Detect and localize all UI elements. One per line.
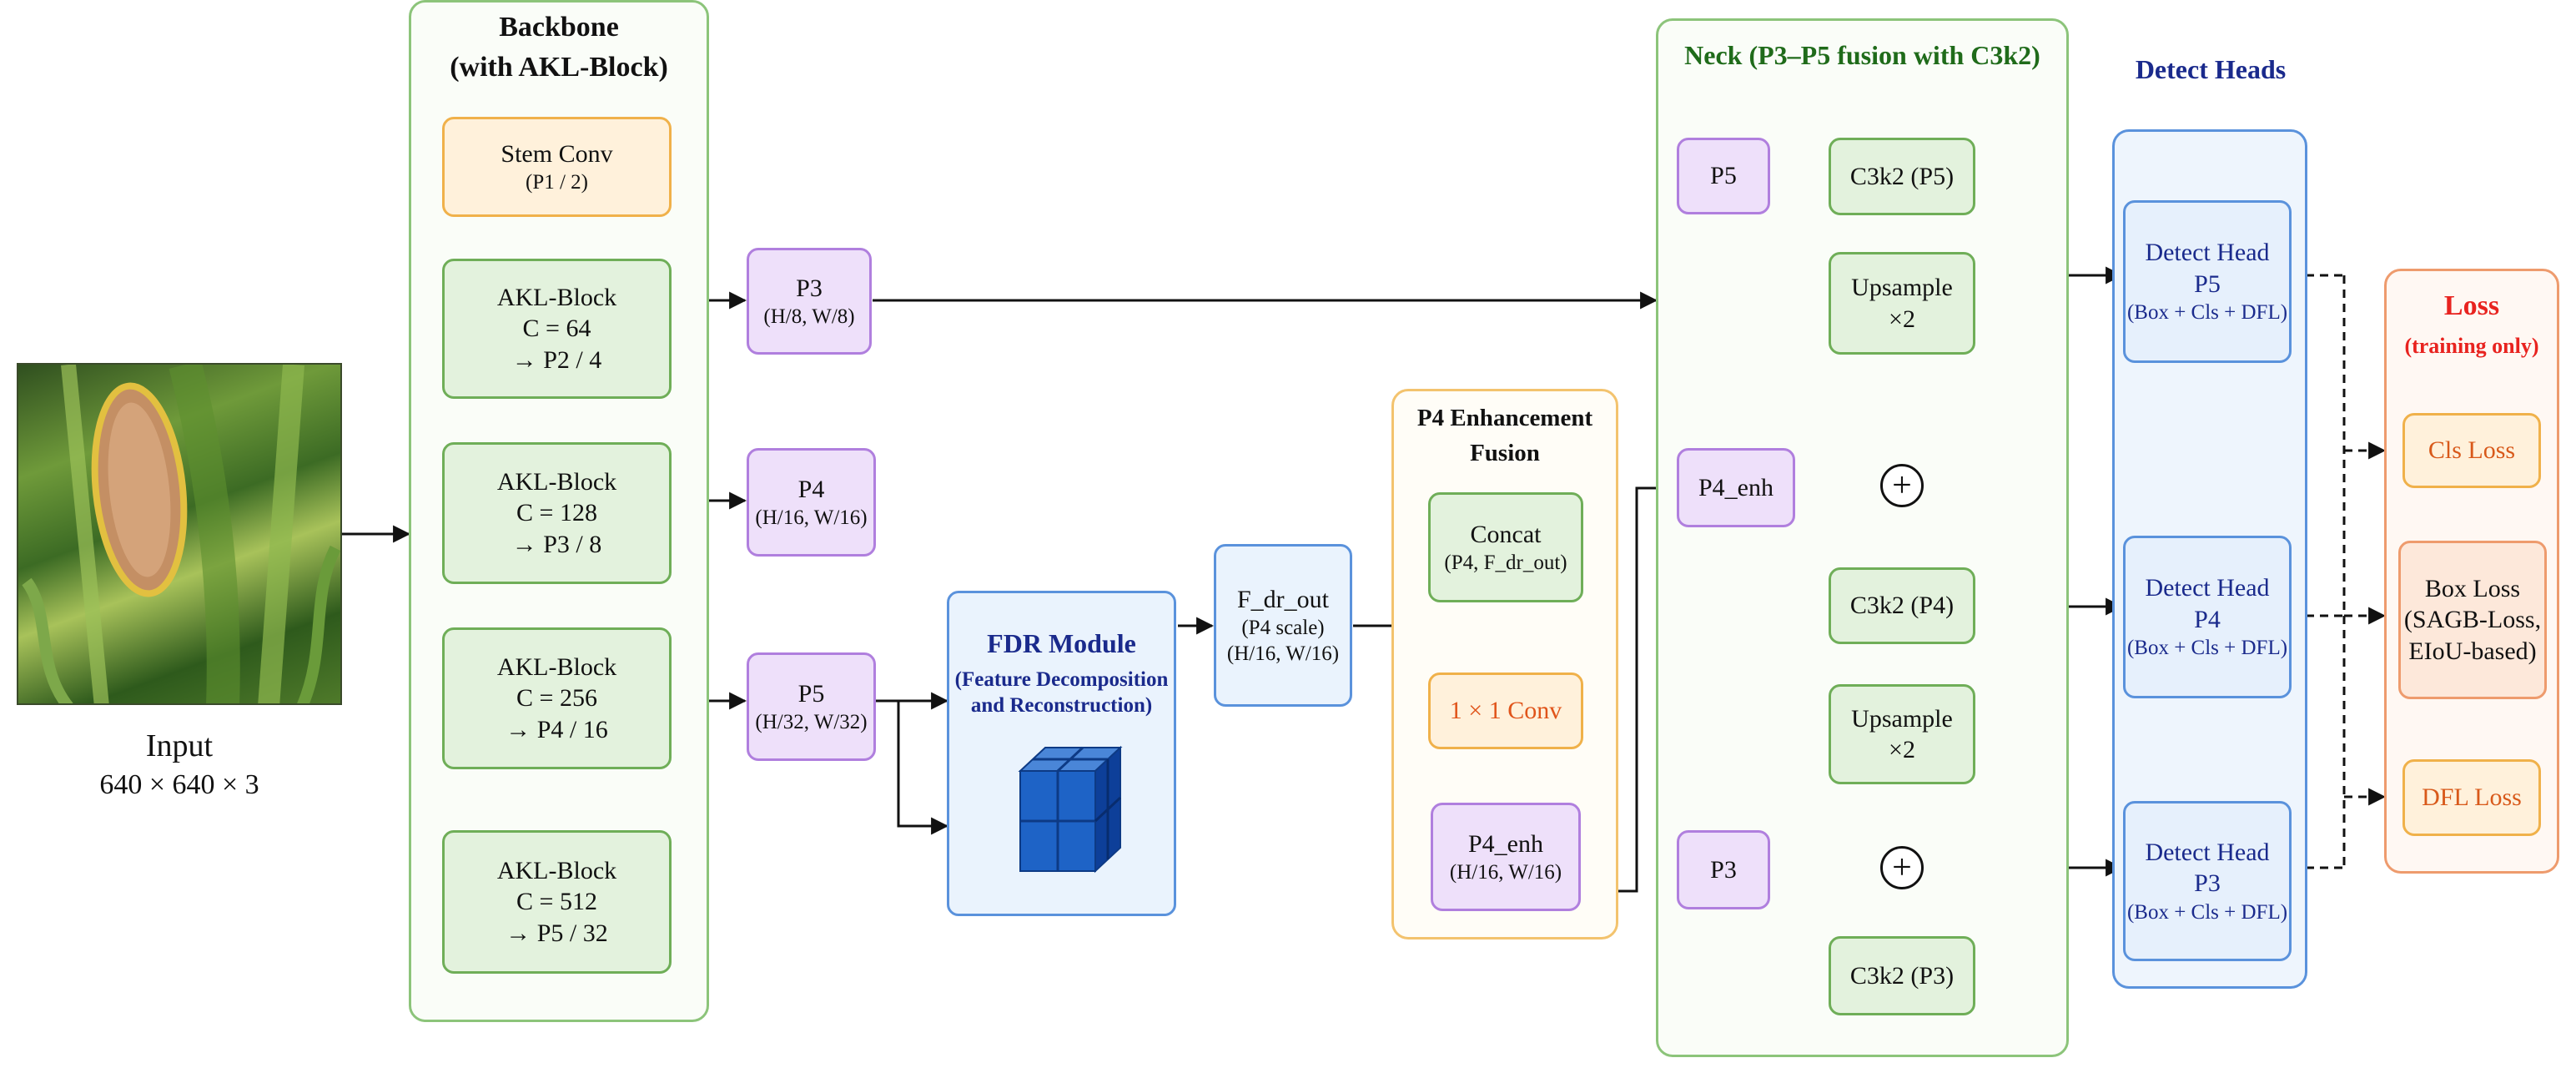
neck-title: Neck (P3–P5 fusion with C3k2) [1684, 40, 2040, 70]
feature-dims: (H/8, W/8) [763, 305, 855, 329]
upsample-1-label: Upsample [1851, 274, 1953, 301]
p5-to-fdr-lower-arrow [876, 699, 949, 835]
loss-subtitle: (training only) [2404, 334, 2539, 358]
detect-heads-title: Detect Heads [2135, 54, 2287, 84]
akl-block-3: AKL-Block C = 256 → P4 / 16 [442, 627, 672, 769]
detect-head-outputs: (Box + Cls + DFL) [2126, 637, 2288, 660]
feature-dims: (H/16, W/16) [755, 506, 868, 530]
feature-p3: P3 (H/8, W/8) [747, 248, 872, 355]
upsample-1-factor: ×2 [1889, 305, 1915, 333]
fdr-out-block: F_dr_out (P4 scale) (H/16, W/16) [1214, 544, 1352, 707]
akl-block-channels: C = 512 [516, 888, 597, 916]
detect-head-name: Detect Head [2145, 239, 2270, 267]
dfl-loss-block: DFL Loss [2402, 759, 2541, 836]
p4-enhancement-title-2: Fusion [1470, 440, 1540, 466]
detect-head-name: Detect Head [2145, 574, 2270, 602]
akl-block-stride: → P3 / 8 [511, 530, 602, 558]
loss-title: Loss [2443, 290, 2500, 321]
input-label: Input [145, 728, 214, 763]
p4-enhancement-title-1: P4 Enhancement [1416, 405, 1593, 431]
feature-dims: (H/32, W/32) [755, 711, 868, 734]
concat-inputs: (P4, F_dr_out) [1444, 552, 1567, 575]
detect-head-p4: Detect Head P4 (Box + Cls + DFL) [2123, 536, 2292, 698]
akl-block-name: AKL-Block [496, 652, 617, 681]
akl-block-name: AKL-Block [496, 856, 617, 884]
neck-p3: P3 [1677, 830, 1770, 909]
feature-name: P4 [797, 475, 825, 503]
detect-head-outputs: (Box + Cls + DFL) [2126, 301, 2288, 325]
input-image [17, 363, 342, 705]
upsample-2-label: Upsample [1851, 704, 1953, 733]
detect-head-level: P3 [2194, 869, 2221, 898]
stem-conv-block: Stem Conv (P1 / 2) [442, 117, 672, 217]
akl-block-name: AKL-Block [496, 283, 617, 311]
detect-head-level: P5 [2194, 270, 2221, 298]
fdr-title: FDR Module [987, 628, 1136, 658]
akl-block-stride: → P5 / 32 [506, 919, 608, 947]
backbone-title: Backbone [499, 12, 619, 43]
akl-block-1: AKL-Block C = 64 → P2 / 4 [442, 259, 672, 399]
box-loss-detail-2: EIoU-based) [2408, 637, 2537, 665]
p4-enh-out-block: P4_enh (H/16, W/16) [1431, 803, 1581, 911]
detect-head-name: Detect Head [2145, 838, 2270, 866]
akl-block-stride: → P2 / 4 [511, 345, 602, 374]
upsample-2-block: Upsample ×2 [1829, 684, 1975, 784]
akl-block-name: AKL-Block [496, 467, 617, 496]
box-loss-label: Box Loss [2424, 574, 2521, 602]
concat-block: Concat (P4, F_dr_out) [1428, 492, 1583, 602]
p4-enh-out-name: P4_enh [1468, 829, 1543, 858]
akl-block-channels: C = 256 [516, 684, 597, 713]
upsample-1-block: Upsample ×2 [1829, 252, 1975, 355]
conv-1x1-label: 1 × 1 Conv [1449, 697, 1562, 725]
neck-p3-label: P3 [1710, 855, 1737, 884]
akl-block-2: AKL-Block C = 128 → P3 / 8 [442, 442, 672, 584]
detect-head-level: P4 [2194, 605, 2221, 633]
c3k2-p4-block: C3k2 (P4) [1829, 567, 1975, 644]
c3k2-p5-block: C3k2 (P5) [1829, 138, 1975, 215]
p4-enh-out-dims: (H/16, W/16) [1449, 861, 1562, 884]
feature-name: P5 [797, 679, 825, 708]
add-plus-1-icon: + [1880, 464, 1924, 507]
add-plus-2-icon: + [1880, 846, 1924, 889]
neck-p5: P5 [1677, 138, 1770, 214]
conv-1x1-block: 1 × 1 Conv [1428, 672, 1583, 749]
fdr-module: FDR Module (Feature Decomposition and Re… [947, 591, 1176, 916]
c3k2-p3-label: C3k2 (P3) [1849, 961, 1955, 990]
c3k2-p5-label: C3k2 (P5) [1849, 162, 1955, 190]
fdr-subtitle-1: (Feature Decomposition [954, 668, 1169, 691]
dfl-loss-label: DFL Loss [2422, 783, 2522, 812]
detect-head-p5: Detect Head P5 (Box + Cls + DFL) [2123, 200, 2292, 363]
detect-head-outputs: (Box + Cls + DFL) [2126, 900, 2288, 924]
c3k2-p4-label: C3k2 (P4) [1849, 592, 1955, 620]
neck-p4-enh: P4_enh [1677, 448, 1795, 527]
detect-head-p3: Detect Head P3 (Box + Cls + DFL) [2123, 801, 2292, 961]
fdr-out-name: F_dr_out [1236, 585, 1329, 613]
concat-label: Concat [1470, 520, 1542, 548]
akl-block-stride: → P4 / 16 [506, 715, 608, 743]
neck-p5-label: P5 [1710, 162, 1737, 190]
stem-conv-stride: (P1 / 2) [526, 171, 588, 194]
upsample-2-factor: ×2 [1889, 736, 1915, 763]
backbone-subtitle: (with AKL-Block) [450, 52, 668, 83]
fdr-out-dims: (H/16, W/16) [1226, 642, 1340, 666]
fdr-subtitle-2: and Reconstruction) [970, 694, 1153, 718]
cube-icon [1017, 745, 1123, 873]
input-size: 640 × 640 × 3 [99, 769, 259, 800]
feature-name: P3 [796, 274, 823, 302]
akl-block-channels: C = 64 [522, 315, 591, 343]
akl-block-4: AKL-Block C = 512 → P5 / 32 [442, 830, 672, 974]
feature-p5: P5 (H/32, W/32) [747, 652, 876, 761]
box-loss-detail-1: (SAGB-Loss, [2403, 606, 2542, 634]
neck-p4-enh-label: P4_enh [1698, 473, 1774, 501]
c3k2-p3-block: C3k2 (P3) [1829, 936, 1975, 1015]
stem-conv-label: Stem Conv [501, 139, 613, 168]
fdr-out-scale: (P4 scale) [1241, 617, 1325, 639]
cls-loss-block: Cls Loss [2402, 413, 2541, 488]
cls-loss-label: Cls Loss [2428, 436, 2516, 465]
akl-block-channels: C = 128 [516, 499, 597, 527]
feature-p4: P4 (H/16, W/16) [747, 448, 876, 557]
box-loss-block: Box Loss (SAGB-Loss, EIoU-based) [2398, 541, 2547, 699]
